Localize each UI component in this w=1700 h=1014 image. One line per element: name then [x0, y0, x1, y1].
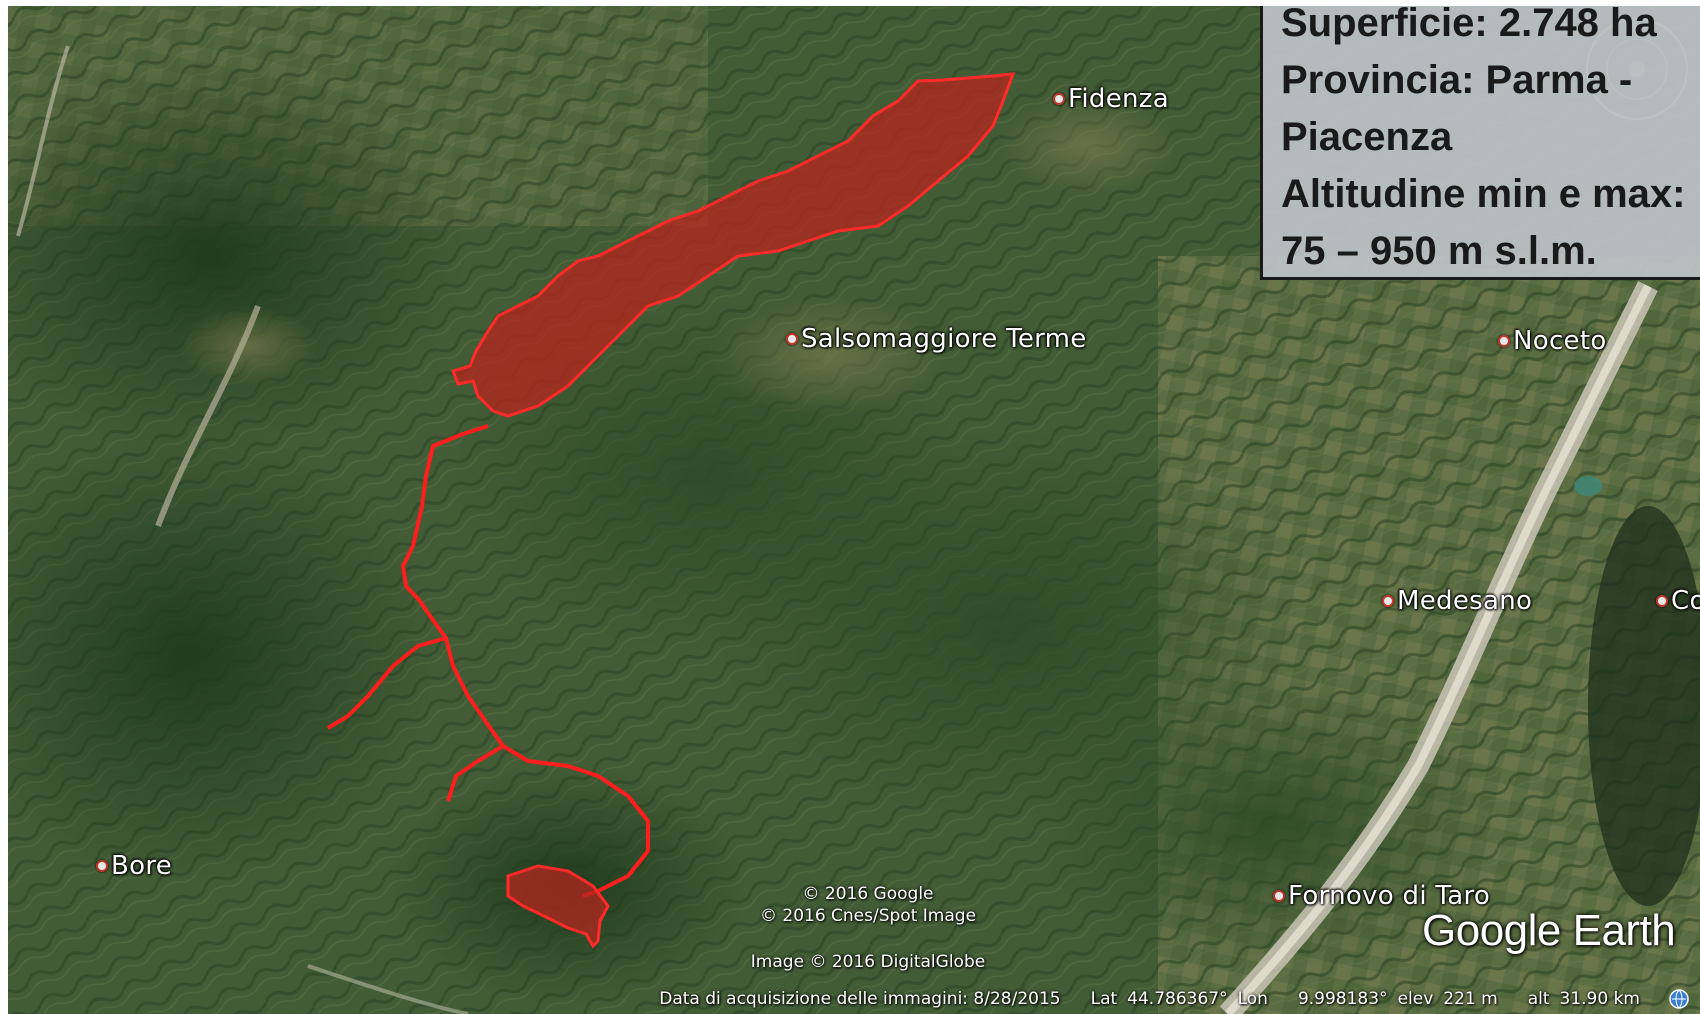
place-name: Fornovo di Taro — [1288, 881, 1491, 911]
globe-icon[interactable] — [1668, 988, 1690, 1010]
place-label-medesano[interactable]: Medesano — [1382, 586, 1532, 616]
acquisition-date: Data di acquisizione delle immagini: 8/2… — [659, 989, 1061, 1009]
place-pin-icon — [1273, 890, 1285, 902]
place-name: Noceto — [1513, 326, 1607, 356]
protected-area-overlay — [326, 72, 1016, 949]
place-pin-icon — [1382, 595, 1394, 607]
copyright-google: © 2016 Google — [802, 884, 934, 904]
info-province-cont: Piacenza — [1281, 115, 1453, 159]
place-label-noceto[interactable]: Noceto — [1498, 326, 1607, 356]
satellite-map[interactable]: Fidenza Salsomaggiore Terme Noceto Medes… — [8, 6, 1700, 1014]
elev-value: 221 m — [1443, 989, 1498, 1009]
copyright-digitalglobe: Image © 2016 DigitalGlobe — [750, 952, 986, 972]
place-name: Medesano — [1397, 586, 1533, 616]
protected-area-corridor[interactable] — [326, 424, 650, 898]
info-box: Superficie: 2.748 ha Provincia: Parma - … — [1260, 6, 1700, 280]
alt-value: 31.90 km — [1559, 989, 1640, 1009]
info-altitude-label: Altitudine min e max: — [1281, 172, 1686, 216]
lat-label: Lat — [1090, 989, 1118, 1009]
place-label-salsomaggiore[interactable]: Salsomaggiore Terme — [786, 324, 1087, 354]
place-name: Fidenza — [1068, 84, 1169, 114]
status-bar: Data di acquisizione delle immagini: 8/2… — [8, 984, 1700, 1014]
elev-label: elev — [1397, 989, 1434, 1009]
place-pin-icon — [1053, 93, 1065, 105]
lon-value: 9.998183° — [1297, 989, 1388, 1009]
google-earth-logo: Google Earth — [1422, 906, 1676, 955]
place-pin-icon — [786, 333, 798, 345]
place-name: Salsomaggiore Terme — [801, 324, 1087, 354]
place-name: Co — [1671, 586, 1700, 616]
copyright-cnes: © 2016 Cnes/Spot Image — [759, 906, 977, 926]
place-label-fidenza[interactable]: Fidenza — [1053, 84, 1169, 114]
alt-label: alt — [1527, 989, 1550, 1009]
protected-area-south[interactable] — [506, 864, 610, 949]
info-province: Provincia: Parma - — [1281, 58, 1633, 102]
info-area: Superficie: 2.748 ha — [1281, 6, 1657, 45]
protected-area-north[interactable] — [451, 72, 1016, 418]
place-pin-icon — [96, 860, 108, 872]
place-label-fornovo[interactable]: Fornovo di Taro — [1273, 881, 1490, 911]
place-pin-icon — [1498, 335, 1510, 347]
lat-value: 44.786367° — [1127, 989, 1228, 1009]
lon-label: Lon — [1237, 989, 1268, 1009]
place-label-bore[interactable]: Bore — [96, 851, 172, 881]
info-altitude-values: 75 – 950 m s.l.m. — [1281, 229, 1597, 273]
place-pin-icon — [1656, 595, 1668, 607]
place-name: Bore — [111, 851, 173, 881]
place-label-collecchio[interactable]: Co — [1656, 586, 1700, 616]
